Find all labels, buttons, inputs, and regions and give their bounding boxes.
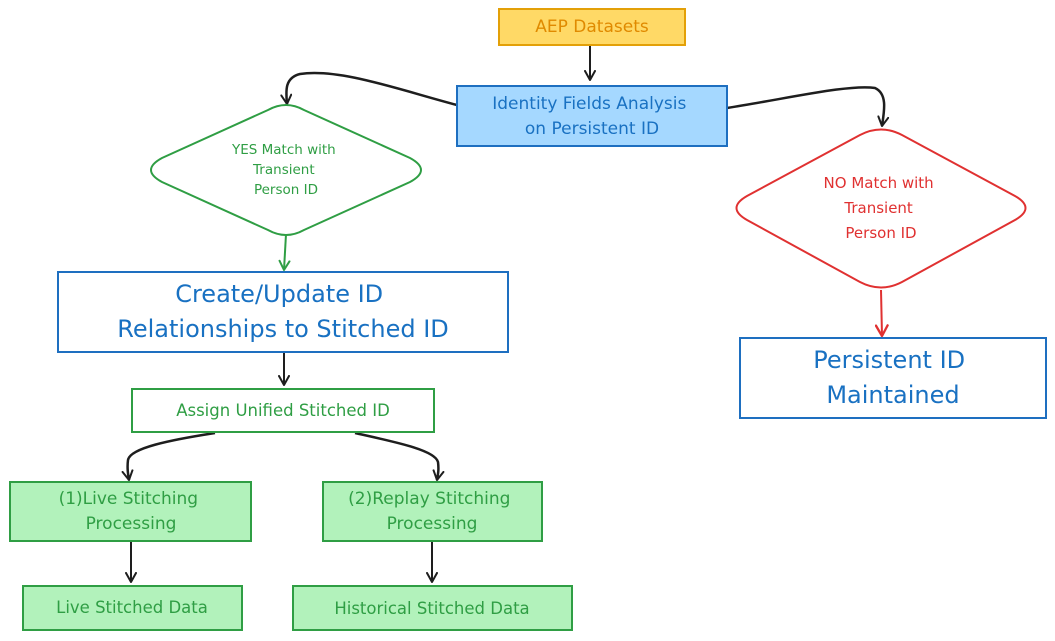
node-yes-label-line-3: Person ID [254, 182, 318, 198]
node-identity-label-line-2: on Persistent ID [525, 119, 659, 139]
node-yes-label-line-2: Transient [252, 162, 315, 178]
edge-no-to-persistent [874, 289, 889, 338]
svg-text:Live Stitched Data: Live Stitched Data [56, 598, 208, 617]
svg-text:Create/Update ID Relatio: Create/Update ID Relationships to Stitch… [117, 280, 449, 343]
node-no-label-line-3: Person ID [845, 224, 916, 242]
node-no-label-line-2: Transient [843, 199, 913, 217]
node-aep-datasets[interactable]: AEP Datasets [498, 8, 686, 46]
node-hist-data-label-line-1: Historical Stitched Data [334, 599, 529, 618]
node-assign-label-line-1: Assign Unified Stitched ID [176, 401, 390, 420]
edge-identity-to-yes [280, 71, 458, 107]
svg-text:(2)Replay Stitching Proc: (2)Replay Stitching Processing [348, 489, 516, 534]
edge-assign-to-live [121, 431, 216, 481]
svg-text:NO Match with Transient: NO Match with Transient Person ID [824, 174, 939, 242]
svg-text:Historical Stitched Data: Historical Stitched Data [334, 599, 529, 618]
svg-text:(1)Live Stitching Proces: (1)Live Stitching Processing [59, 489, 204, 534]
node-no-match-decision[interactable]: NO Match with Transient Person ID [735, 128, 1027, 289]
node-identity-fields-analysis[interactable]: Identity Fields Analysis on Persistent I… [456, 85, 728, 147]
node-persistent-id-maintained[interactable]: Persistent ID Maintained [739, 337, 1047, 419]
node-assign-unified-stitched-id[interactable]: Assign Unified Stitched ID [131, 388, 435, 433]
svg-text:Persistent ID Maintained: Persistent ID Maintained [813, 346, 973, 409]
node-no-label-line-1: NO Match with [824, 174, 934, 192]
svg-text:AEP Datasets: AEP Datasets [535, 17, 649, 37]
edge-identity-to-no [726, 86, 890, 127]
node-yes-label-line-1: YES Match with [231, 142, 336, 158]
svg-text:YES Match with Transient: YES Match with Transient Person ID [231, 142, 340, 198]
svg-text:Identity Fields Analysis: Identity Fields Analysis on Persistent I… [492, 94, 692, 139]
node-persistent-label-line-1: Persistent ID [813, 346, 965, 374]
node-create-update-id[interactable]: Create/Update ID Relationships to Stitch… [57, 271, 509, 353]
svg-text:Assign Unified Stitched ID: Assign Unified Stitched ID [176, 401, 390, 420]
node-create-label-line-1: Create/Update ID [175, 280, 383, 308]
edge-yes-to-create [278, 233, 291, 271]
node-replay-proc-label-line-1: (2)Replay Stitching [348, 489, 510, 509]
node-live-data-label-line-1: Live Stitched Data [56, 598, 208, 617]
node-yes-match-decision[interactable]: YES Match with Transient Person ID [150, 104, 422, 236]
edge-assign-to-replay [354, 431, 445, 481]
node-live-stitched-data[interactable]: Live Stitched Data [22, 585, 243, 631]
node-historical-stitched-data[interactable]: Historical Stitched Data [292, 585, 573, 631]
node-identity-label-line-1: Identity Fields Analysis [492, 94, 686, 114]
node-aep-label-line-1: AEP Datasets [535, 17, 649, 37]
node-replay-proc-label-line-2: Processing [387, 514, 478, 534]
node-replay-stitching-processing[interactable]: (2)Replay Stitching Processing [322, 481, 543, 542]
node-persistent-label-line-2: Maintained [826, 381, 959, 409]
node-live-proc-label-line-2: Processing [86, 514, 177, 534]
node-create-label-line-2: Relationships to Stitched ID [117, 315, 449, 343]
node-live-stitching-processing[interactable]: (1)Live Stitching Processing [9, 481, 252, 542]
node-live-proc-label-line-1: (1)Live Stitching [59, 489, 198, 509]
